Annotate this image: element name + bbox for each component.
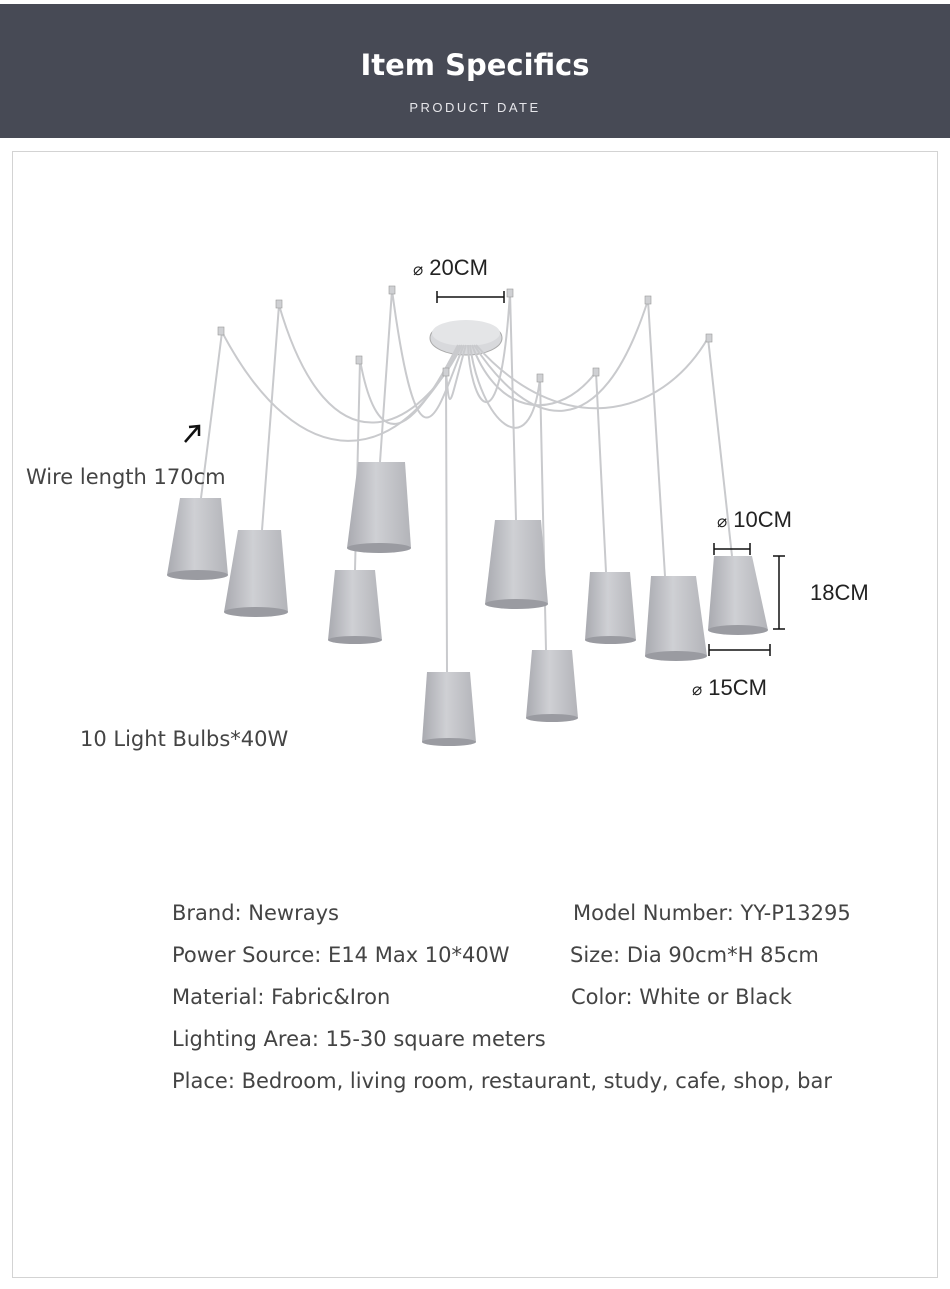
wire-hooks (217, 285, 713, 383)
wires (200, 289, 733, 673)
lamp-shade (585, 572, 636, 644)
spec-size: Size: Dia 90cm*H 85cm (570, 943, 819, 967)
lamp-shade (485, 520, 548, 609)
canopy (429, 320, 503, 356)
spec-power: Power Source: E14 Max 10*40W (172, 943, 510, 967)
bulbs-label: 10 Light Bulbs*40W (80, 727, 289, 751)
diameter-icon: ⌀ (692, 680, 703, 699)
lamp-shade (347, 462, 411, 553)
height-dimension: 18CM (810, 580, 869, 605)
page-subtitle: PRODUCT DATE (409, 100, 541, 115)
arrow-icon (184, 424, 201, 443)
spec-area: Lighting Area: 15-30 square meters (172, 1027, 546, 1051)
lamp-shade (645, 576, 707, 661)
lamp-shade (526, 650, 578, 722)
top-diameter-dimension: ⌀10CM (717, 507, 792, 532)
spec-material: Material: Fabric&Iron (172, 985, 391, 1009)
lamp-shade (422, 672, 476, 746)
lamp-shades (167, 462, 768, 746)
dimension-lines (436, 291, 785, 656)
lamp-shade (167, 498, 228, 580)
page-title: Item Specifics (360, 48, 590, 82)
canopy-dimension: ⌀20CM (413, 255, 488, 280)
spec-color: Color: White or Black (571, 985, 792, 1009)
diameter-icon: ⌀ (413, 260, 424, 279)
lamp-shade (328, 570, 382, 644)
lamp-shade (708, 556, 768, 635)
spec-place: Place: Bedroom, living room, restaurant,… (172, 1069, 832, 1093)
wire-length-label: Wire length 170cm (26, 465, 226, 489)
spec-brand: Brand: Newrays (172, 901, 339, 925)
spec-model: Model Number: YY-P13295 (573, 901, 851, 925)
lamp-shade (224, 530, 288, 617)
content-frame (12, 151, 938, 1278)
chandelier-illustration (167, 285, 785, 746)
header-banner: Item Specifics PRODUCT DATE (0, 4, 950, 138)
diameter-icon: ⌀ (717, 512, 728, 531)
bottom-diameter-dimension: ⌀15CM (692, 675, 767, 700)
